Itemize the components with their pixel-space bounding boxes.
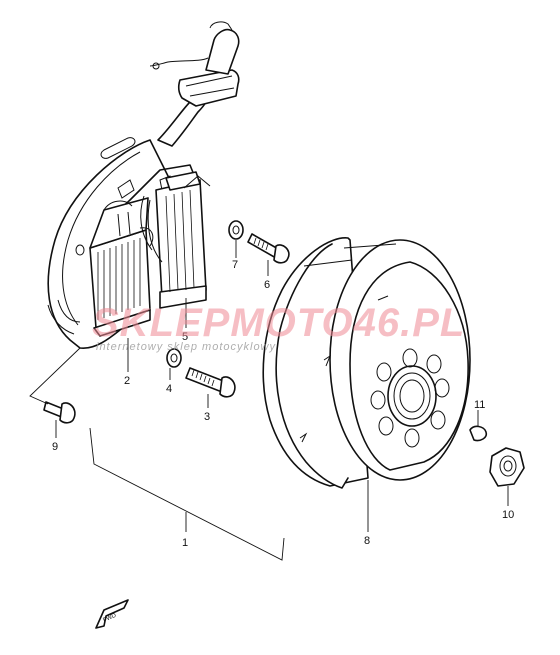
part-label-1: 1	[182, 537, 188, 549]
part-label-2: 2	[124, 375, 130, 387]
leader-lines	[29, 240, 509, 561]
woodruff-key-11	[469, 425, 488, 442]
nut-10	[489, 447, 525, 487]
part-label-6: 6	[264, 279, 270, 291]
part-label-7: 7	[232, 259, 238, 271]
washer-4	[166, 348, 182, 368]
part-label-8: 8	[364, 535, 370, 547]
part-label-9: 9	[52, 441, 58, 453]
flywheel-rotor	[262, 237, 471, 489]
watermark-tagline: internetowy sklep motocyklowy	[96, 341, 277, 353]
fwd-label: FWD	[102, 613, 118, 624]
part-labels: 1 2 3 4 5 6 7 8 9 10 11	[52, 259, 514, 549]
part-label-10: 10	[502, 509, 514, 521]
screw-3	[185, 367, 236, 398]
part-label-4: 4	[166, 383, 172, 395]
screw-6	[247, 233, 290, 264]
part-label-3: 3	[204, 411, 210, 423]
watermark: SKLEPMOTO46.PL internetowy sklep motocyk…	[92, 301, 465, 353]
wire-harness	[149, 21, 240, 147]
screw-9	[43, 401, 76, 424]
watermark-brand: SKLEPMOTO46.PL	[92, 301, 465, 345]
part-label-11: 11	[474, 399, 485, 411]
fwd-arrow: FWD	[95, 599, 129, 629]
stator-plate	[47, 137, 201, 349]
part-label-5: 5	[182, 331, 188, 343]
left-coil	[89, 197, 154, 337]
hardware	[43, 220, 525, 487]
flywheel-holes	[370, 348, 450, 448]
right-coil	[140, 171, 211, 309]
washer-7	[228, 220, 244, 240]
